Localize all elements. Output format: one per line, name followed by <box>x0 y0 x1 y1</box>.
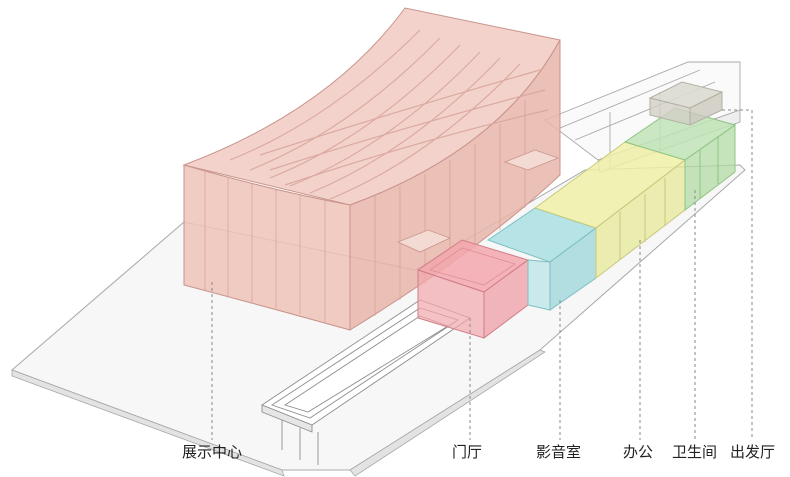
label-entrance-hall: 门厅 <box>452 443 482 461</box>
departure-hall-volume <box>648 81 724 126</box>
entrance-hall-volume <box>416 239 530 339</box>
exhibition-center-volume <box>182 7 561 331</box>
space-labels: 展示中心 门厅 影音室 办公 卫生间 出发厅 <box>182 443 775 461</box>
label-restroom: 卫生间 <box>672 443 717 461</box>
label-av-room: 影音室 <box>536 443 581 461</box>
av-room-volume <box>486 207 598 311</box>
label-exhibition-center: 展示中心 <box>182 443 242 461</box>
label-departure-hall: 出发厅 <box>730 443 775 461</box>
restroom-volume <box>623 107 737 212</box>
leader-lines <box>211 109 753 440</box>
front-walkway <box>261 299 471 465</box>
label-office: 办公 <box>623 443 653 461</box>
